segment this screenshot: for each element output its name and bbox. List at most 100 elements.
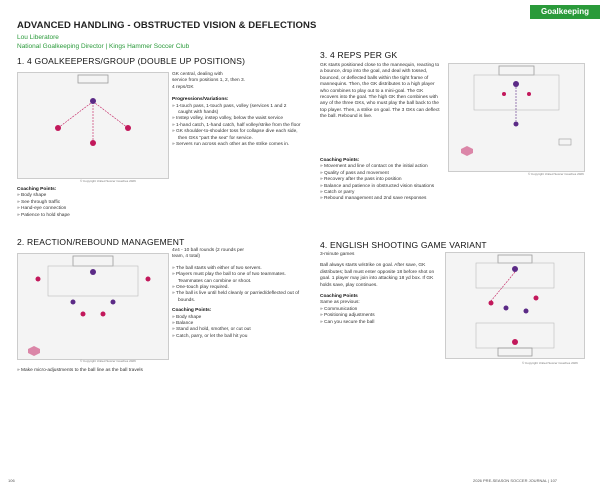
section-3-body: GK starts positioned close to the manneq… [320, 63, 440, 120]
progression-item: » Instep volley, instep volley, below th… [172, 116, 284, 122]
high-player [513, 121, 519, 127]
article-title: ADVANCED HANDLING - OBSTRUCTED VISION & … [17, 20, 317, 31]
diagram-3 [448, 63, 585, 172]
service-line [94, 102, 129, 129]
goalkeeper-top [512, 266, 518, 272]
player [523, 308, 529, 314]
coaching-item: » Stand and hold, smother, or cut out [172, 327, 251, 333]
copyright-4: © Copyright United Soccer Coaches 2026 [522, 361, 578, 365]
rule-item: » One-touch play required. [172, 285, 229, 291]
coaching-title: Coaching Points: [17, 187, 57, 192]
diagram-1-drawing [55, 74, 131, 146]
logo-badge [461, 146, 473, 156]
diagram-4-drawing [475, 254, 555, 357]
coaching-item: » Positioning adjustments [320, 313, 375, 319]
section-2-text: 4v4 - 10 ball rounds (2 rounds per team,… [172, 248, 302, 340]
section-tag: Goalkeeping [530, 5, 600, 19]
mannequin [502, 92, 506, 96]
server [35, 276, 41, 282]
section-3-heading: 3. 4 REPS PER GK [320, 50, 398, 60]
progression-item: » Servers run across each other as the s… [172, 142, 290, 148]
progression-item: » GK shoulder-to-shoulder toss for colla… [172, 129, 298, 141]
section-4-heading: 4. ENGLISH SHOOTING GAME VARIANT [320, 240, 487, 250]
box-top [475, 262, 555, 289]
logo-badge [28, 346, 40, 356]
coaching-title: Coaching Points: [320, 158, 360, 163]
progression-item: » 1-touch pass, 1-touch pass, volley (se… [172, 103, 287, 116]
coaching-item: » Recovery after the pass into position [320, 177, 402, 183]
section-4-body: Ball always starts w/strike on goal. Aft… [320, 263, 435, 288]
diagram-2 [17, 253, 169, 360]
coaching-item: » Catch or parry [320, 190, 355, 196]
rule-item: » The ball is live until held cleanly or… [172, 291, 300, 303]
player [110, 299, 116, 305]
goal-top [497, 254, 533, 264]
player [533, 295, 539, 301]
page-number-right: 2026 PRE-SEASON SOCCER JOURNAL | 107 [473, 478, 558, 483]
coaching-item: » Balance and patience in obstructed vis… [320, 183, 435, 189]
goal [498, 65, 535, 76]
service-line [57, 102, 92, 129]
mannequin [527, 92, 531, 96]
intro-line: GK central, dealing with [172, 72, 223, 77]
diagram-2-drawing [28, 255, 151, 356]
goalkeeper [513, 81, 519, 87]
player [503, 305, 509, 311]
intro-line: 4 reps/GK [172, 84, 194, 90]
player [70, 299, 76, 305]
coaching-item: » Body shape [17, 193, 47, 199]
diagram-4 [445, 252, 585, 359]
coaching-item: » Can you secure the ball [320, 319, 375, 325]
section-3-coaching: Coaching Points: » Movement and line of … [320, 158, 500, 203]
coaching-item: » Movement and line of contact on the in… [320, 164, 428, 170]
coaching-item: » Make micro-adjustments to the ball lin… [17, 368, 143, 373]
player [100, 311, 106, 317]
coaching-item: » Rebound management and 2nd save respon… [320, 196, 427, 202]
coaching-item: » Catch, parry, or let the ball hit you [172, 333, 248, 339]
section-2-heading: 2. REACTION/REBOUND MANAGEMENT [17, 237, 185, 247]
penalty-box [473, 74, 560, 111]
coaching-item: » Balance [172, 321, 194, 327]
goal [77, 74, 109, 84]
penalty-box [47, 265, 139, 297]
copyright-2: © Copyright United Soccer Coaches 2026 [80, 359, 136, 363]
server [145, 276, 151, 282]
page-number-left: 106 [8, 478, 15, 483]
rule-item: » Players must play the ball to one of t… [172, 272, 286, 284]
coaching-item: Same as previous: [320, 300, 360, 306]
goal [72, 255, 114, 267]
goalkeeper [90, 98, 96, 104]
pass-line [490, 271, 516, 302]
intro-line: team, 4 total) [172, 254, 200, 260]
section-4-text: 3-minute games Ball always starts w/stri… [320, 252, 440, 326]
coaching-item: » Hand-eye connection [17, 206, 67, 212]
section-1-coaching: Coaching Points: » Body shape » See thro… [17, 187, 167, 219]
diagram-3-drawing [461, 65, 572, 156]
intro-line: service from positions 1, 2, then 3. [172, 78, 246, 84]
coaching-title: Coaching Points [320, 294, 358, 300]
author-block: Lou Liberatore National Goalkeeping Dire… [17, 33, 189, 51]
goalkeeper [90, 269, 96, 275]
coaching-title: Coaching Points: [172, 308, 212, 314]
coaching-item: » Body shape [172, 314, 202, 320]
goalkeeper-bottom [512, 339, 518, 345]
section-1-heading: 1. 4 GOALKEEPERS/GROUP (DOUBLE UP POSITI… [17, 56, 246, 66]
player [80, 311, 86, 317]
author-affiliation: National Goalkeeping Director | Kings Ha… [17, 43, 190, 50]
copyright-3: © Copyright United Soccer Coaches 2026 [528, 172, 584, 176]
intro-line: 4v4 - 10 ball rounds (2 rounds per [172, 248, 244, 253]
copyright-1: © Copyright United Soccer Coaches 2026 [80, 179, 136, 183]
diagram-1 [17, 72, 169, 179]
coaching-item: » Communication [320, 306, 358, 312]
coaching-item: » Quality of pass and movement [320, 170, 389, 176]
progression-item: » 1-hand catch, 1-hand catch, half volle… [172, 122, 301, 128]
author-name: Lou Liberatore [17, 34, 59, 41]
duration: 3-minute games [320, 252, 355, 257]
mini-goal [558, 138, 572, 146]
goal-bottom [497, 347, 533, 357]
progressions-title: Progressions/Variations: [172, 97, 229, 103]
coaching-item: » See through traffic [17, 199, 61, 205]
rule-item: » The ball starts with either of two ser… [172, 265, 262, 271]
section-1-text: GK central, dealing with service from po… [172, 72, 302, 148]
player [488, 300, 494, 306]
